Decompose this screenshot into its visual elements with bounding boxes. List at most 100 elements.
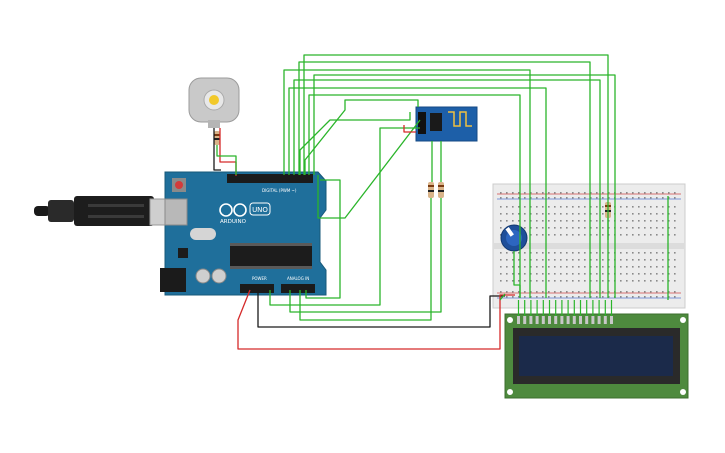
breadboard-hole[interactable] (566, 273, 568, 275)
breadboard-hole[interactable] (566, 259, 568, 261)
breadboard-hole[interactable] (554, 296, 556, 298)
wire-green-bb-3[interactable] (499, 293, 506, 301)
breadboard-hole[interactable] (560, 197, 562, 199)
breadboard-hole[interactable] (662, 259, 664, 261)
breadboard-hole[interactable] (662, 206, 664, 208)
breadboard-hole[interactable] (524, 206, 526, 208)
breadboard-hole[interactable] (674, 220, 676, 222)
breadboard-hole[interactable] (554, 259, 556, 261)
breadboard-hole[interactable] (554, 213, 556, 215)
breadboard-hole[interactable] (632, 227, 634, 229)
breadboard-hole[interactable] (548, 213, 550, 215)
breadboard-hole[interactable] (572, 266, 574, 268)
breadboard-hole[interactable] (662, 234, 664, 236)
breadboard-hole[interactable] (566, 266, 568, 268)
breadboard-hole[interactable] (560, 227, 562, 229)
breadboard-hole[interactable] (620, 266, 622, 268)
breadboard-hole[interactable] (524, 220, 526, 222)
breadboard-hole[interactable] (620, 197, 622, 199)
breadboard-hole[interactable] (620, 252, 622, 254)
breadboard-hole[interactable] (668, 273, 670, 275)
breadboard-hole[interactable] (542, 213, 544, 215)
breadboard-hole[interactable] (596, 192, 598, 194)
breadboard-hole[interactable] (500, 291, 502, 293)
breadboard-hole[interactable] (530, 273, 532, 275)
breadboard-hole[interactable] (536, 234, 538, 236)
breadboard-hole[interactable] (656, 296, 658, 298)
breadboard-hole[interactable] (596, 206, 598, 208)
breadboard-hole[interactable] (530, 197, 532, 199)
breadboard-hole[interactable] (596, 296, 598, 298)
breadboard-hole[interactable] (542, 234, 544, 236)
wire-green-pot[interactable] (513, 251, 521, 298)
breadboard-hole[interactable] (584, 227, 586, 229)
breadboard-hole[interactable] (524, 266, 526, 268)
breadboard-hole[interactable] (668, 220, 670, 222)
resistor-motor[interactable] (214, 131, 220, 145)
breadboard-hole[interactable] (632, 220, 634, 222)
breadboard-hole[interactable] (506, 206, 508, 208)
breadboard-hole[interactable] (656, 197, 658, 199)
lcd-pin[interactable] (572, 316, 576, 324)
breadboard-hole[interactable] (650, 220, 652, 222)
breadboard-hole[interactable] (608, 291, 610, 293)
breadboard-hole[interactable] (512, 206, 514, 208)
breadboard-hole[interactable] (554, 192, 556, 194)
breadboard-hole[interactable] (656, 291, 658, 293)
breadboard-hole[interactable] (668, 192, 670, 194)
dc-motor[interactable] (188, 77, 240, 128)
breadboard-hole[interactable] (650, 197, 652, 199)
breadboard-hole[interactable] (530, 280, 532, 282)
breadboard-hole[interactable] (578, 296, 580, 298)
wire-green-4[interactable] (298, 61, 591, 298)
breadboard-hole[interactable] (638, 192, 640, 194)
breadboard-hole[interactable] (518, 291, 520, 293)
breadboard-hole[interactable] (506, 273, 508, 275)
breadboard-hole[interactable] (578, 280, 580, 282)
lcd-pin[interactable] (603, 316, 607, 324)
breadboard-hole[interactable] (524, 192, 526, 194)
breadboard-hole[interactable] (542, 296, 544, 298)
breadboard-hole[interactable] (566, 220, 568, 222)
breadboard-hole[interactable] (524, 291, 526, 293)
breadboard-hole[interactable] (566, 234, 568, 236)
arduino-uno-board[interactable]: ARDUINO UNO DIGITAL (PWM ~) POWER ANALOG… (160, 171, 327, 296)
breadboard-hole[interactable] (512, 252, 514, 254)
breadboard-hole[interactable] (650, 192, 652, 194)
breadboard-hole[interactable] (644, 220, 646, 222)
breadboard-hole[interactable] (632, 266, 634, 268)
breadboard-hole[interactable] (524, 259, 526, 261)
breadboard-hole[interactable] (518, 266, 520, 268)
breadboard-hole[interactable] (506, 266, 508, 268)
breadboard-hole[interactable] (674, 206, 676, 208)
lcd-pin[interactable] (535, 316, 539, 324)
breadboard-hole[interactable] (560, 220, 562, 222)
breadboard-hole[interactable] (602, 252, 604, 254)
breadboard-hole[interactable] (560, 213, 562, 215)
breadboard-hole[interactable] (542, 291, 544, 293)
wire-green-esp-1[interactable] (299, 112, 411, 175)
breadboard-hole[interactable] (632, 291, 634, 293)
breadboard-hole[interactable] (662, 192, 664, 194)
breadboard-hole[interactable] (530, 192, 532, 194)
breadboard-hole[interactable] (656, 213, 658, 215)
breadboard-hole[interactable] (590, 291, 592, 293)
breadboard-hole[interactable] (584, 296, 586, 298)
breadboard-hole[interactable] (620, 273, 622, 275)
breadboard-hole[interactable] (632, 296, 634, 298)
breadboard-hole[interactable] (572, 252, 574, 254)
breadboard-hole[interactable] (566, 227, 568, 229)
resistor-2[interactable] (438, 182, 444, 198)
breadboard-hole[interactable] (536, 192, 538, 194)
breadboard-hole[interactable] (506, 259, 508, 261)
breadboard-hole[interactable] (584, 266, 586, 268)
breadboard-hole[interactable] (548, 291, 550, 293)
breadboard-hole[interactable] (608, 280, 610, 282)
breadboard-hole[interactable] (620, 227, 622, 229)
breadboard-hole[interactable] (608, 266, 610, 268)
breadboard-hole[interactable] (632, 234, 634, 236)
lcd-pin[interactable] (566, 316, 570, 324)
breadboard-hole[interactable] (662, 227, 664, 229)
breadboard-hole[interactable] (542, 227, 544, 229)
breadboard-hole[interactable] (584, 259, 586, 261)
